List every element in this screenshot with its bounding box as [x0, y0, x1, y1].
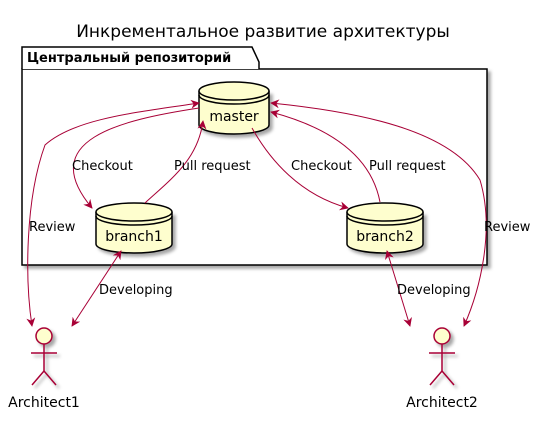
- package-label: Центральный репозиторий: [27, 51, 231, 66]
- edge-developing-architect1-label: Developing: [99, 283, 173, 298]
- edge-review-architect1-label: Review: [29, 220, 76, 235]
- diagram-title: Инкрементальное развитие архитектуры: [76, 22, 450, 42]
- database-branch2: branch2: [346, 202, 424, 254]
- edge-pullrequest-branch1-label: Pull request: [174, 159, 251, 174]
- actor-figure-icon: [429, 327, 455, 386]
- actor-architect2-label: Architect2: [406, 395, 478, 411]
- edge-pullrequest-branch2-label: Pull request: [369, 159, 446, 174]
- edge-review-architect1: Review: [26, 99, 200, 327]
- edge-developing-architect1: Developing: [71, 250, 173, 327]
- database-master-label: master: [209, 109, 259, 125]
- edge-review-architect2-label: Review: [484, 220, 531, 235]
- actor-architect1: Architect1: [8, 327, 80, 411]
- edge-checkout-branch1-label: Checkout: [72, 159, 133, 174]
- database-branch2-label: branch2: [356, 229, 414, 245]
- actor-architect2: Architect2: [406, 327, 478, 411]
- database-master: master: [198, 81, 270, 135]
- edge-developing-architect2-label: Developing: [397, 283, 471, 298]
- edge-developing-architect2: Developing: [385, 250, 471, 327]
- database-branch1-label: branch1: [105, 229, 163, 245]
- database-branch1: branch1: [95, 202, 173, 254]
- edge-checkout-branch2-label: Checkout: [291, 159, 352, 174]
- actor-architect1-label: Architect1: [8, 395, 80, 411]
- edge-review-architect2: Review: [270, 99, 531, 327]
- actor-figure-icon: [31, 327, 57, 386]
